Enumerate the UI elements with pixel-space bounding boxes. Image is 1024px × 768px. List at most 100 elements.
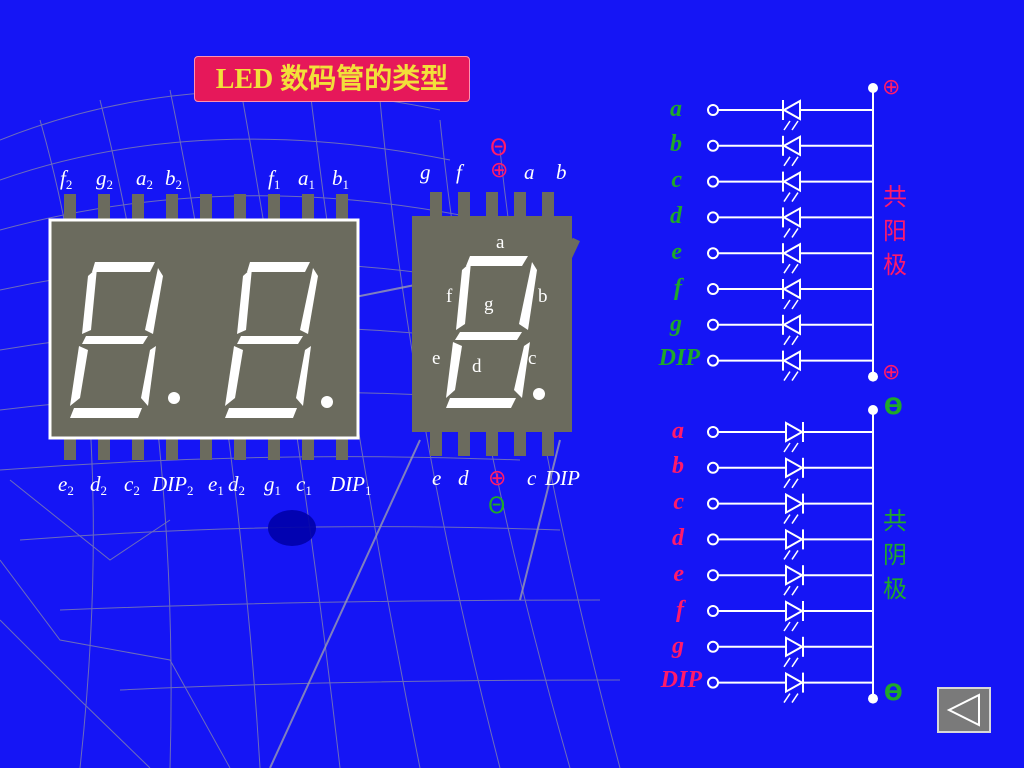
led-diode [707,528,873,560]
bottom-pin [200,436,212,460]
pin-label-e: e [671,239,682,265]
pin-label: c1 [296,472,312,498]
led-diode [707,636,873,668]
pin-label-f: f [676,597,684,623]
minus-icon: ϴ [884,681,903,706]
decimal-point [533,388,545,400]
pin-label: DIP1 [330,472,372,498]
pin-label: f1 [268,166,281,192]
pin-label: f2 [60,166,73,192]
top-pin [234,194,246,222]
bottom-pin [132,436,144,460]
decimal-point [321,396,333,408]
led-diode [707,457,873,489]
pin-terminal [707,318,719,331]
common-cathode-label: 共阴极 [883,507,907,603]
led-diode [707,349,873,382]
decimal-point [168,392,180,404]
led-diode [707,671,873,704]
pin-label: b1 [332,166,349,192]
bottom-pin [166,436,178,460]
pin-label: g2 [96,166,113,192]
led-diode [707,99,873,131]
pin-label-d: d [672,525,684,551]
pin-label: e2 [58,472,74,498]
bottom-pin [98,436,110,460]
pin-terminal [707,247,719,260]
led-diode [707,278,873,310]
pin-label: e [432,466,442,490]
top-pin [132,194,144,222]
pin-terminal [707,497,719,510]
single-display-body [412,216,572,432]
segment-label-a: a [496,232,505,253]
pin-label: d2 [90,472,107,498]
pin-terminal [707,211,719,224]
pin-terminal [707,640,719,653]
pin-terminal [707,175,719,188]
segment-label-c: c [528,348,537,369]
pin-label-e: e [673,561,684,587]
segment-label-g: g [484,294,494,315]
pin-label-a: a [672,418,684,444]
back-button[interactable] [937,687,991,733]
pin-label: a2 [136,166,153,192]
led-diode [707,135,873,167]
plus-icon: ⊕ [882,75,901,100]
pin-label-g: g [670,311,682,337]
pin-label: e1 [208,472,224,498]
pin-terminal [707,104,719,116]
pin-label-c: c [673,489,684,515]
led-diode [707,242,873,274]
bottom-pin [234,436,246,460]
pin-label-b: b [672,453,684,479]
top-pin [336,194,348,222]
pin-label: b [556,160,567,184]
plus-icon: ⊕ [488,466,507,491]
pin-label: d [458,466,469,490]
minus-icon: Θ [488,494,506,519]
pin-terminal [707,676,719,689]
pin-label-c: c [671,167,682,193]
pin-label: f [456,160,462,184]
pin-terminal [707,605,719,617]
digit-1 [225,262,318,418]
pin-terminal [707,283,719,295]
common-anode-circuit [707,83,878,382]
bottom-pin [336,436,348,460]
page-title: LED 数码管的类型 [194,56,470,102]
pin-label: c [527,466,537,490]
common-cathode-circuit [707,405,878,704]
back-triangle-icon [946,693,980,727]
pin-terminal [707,569,719,582]
top-pin [268,194,280,222]
segment-label-e: e [432,348,441,369]
common-anode-label: 共阳极 [883,183,907,279]
minus-icon: Θ [490,136,508,161]
bus-terminal [868,371,878,382]
bottom-pin [64,436,76,460]
top-pin [64,194,76,222]
pin-label: a [524,160,535,184]
digit-2 [70,262,163,418]
bus-terminal [868,693,878,704]
digit-segments [446,256,537,408]
pin-terminal [707,461,719,474]
pin-label: DIP2 [152,472,194,498]
pin-label: c2 [124,472,140,498]
top-pin [98,194,110,222]
pin-terminal [707,354,719,367]
pin-label: g [420,160,431,184]
bottom-pin [302,436,314,460]
pin-terminal [707,533,719,546]
pin-label: d2 [228,472,245,498]
pin-label: a1 [298,166,315,192]
segment-label-d: d [472,356,482,377]
bus-terminal [868,83,878,93]
pin-label: b2 [165,166,182,192]
plus-icon: ⊕ [882,360,901,385]
top-pin [200,194,212,222]
pin-label-dip: DIP [658,345,700,371]
led-diode [707,170,873,203]
